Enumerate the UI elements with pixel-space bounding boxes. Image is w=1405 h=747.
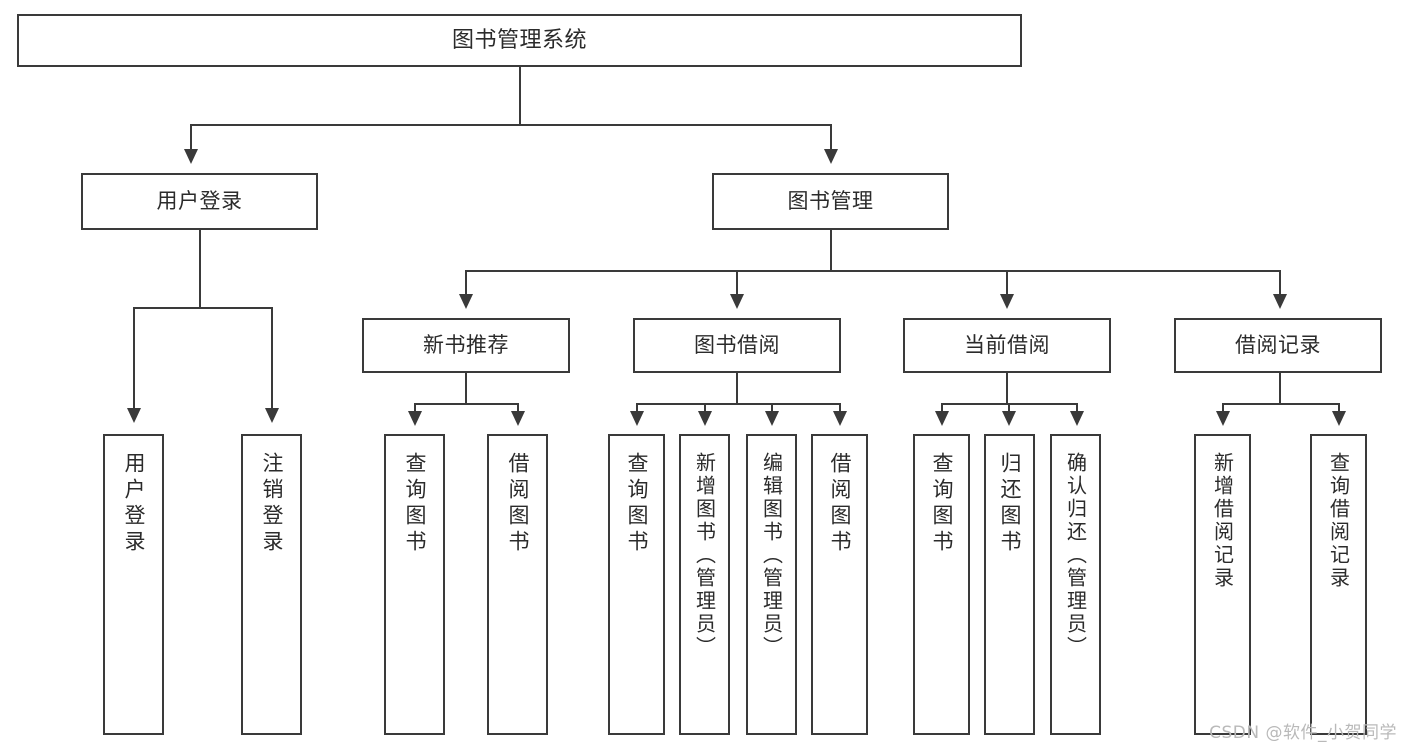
connector-record-drop-2 [1338,403,1340,411]
arrow-to-book-manage [824,149,838,164]
node-book-borrow[interactable]: 图书借阅 [633,318,841,373]
leaf-label: 新增图书（管理员） [692,452,717,659]
node-current-borrow[interactable]: 当前借阅 [903,318,1111,373]
arrow-to-leaf-add-book [698,411,712,426]
leaf-record-query[interactable]: 查询借阅记录 [1310,434,1367,735]
leaf-label: 借阅图书 [828,452,852,556]
connector-borrow-drop-3 [771,403,773,411]
connector-borrow-drop-1 [636,403,638,411]
leaf-label: 确认归还（管理员） [1063,452,1088,659]
node-label: 当前借阅 [964,333,1050,358]
connector-record-stem [1279,373,1281,403]
connector-user-login-drop-2 [271,307,273,408]
connector-l3-drop-2 [736,270,738,294]
connector-book-manage-stem [830,230,832,270]
connector-current-drop-1 [941,403,943,411]
node-user-login[interactable]: 用户登录 [81,173,318,230]
arrow-to-leaf-query-book-2 [630,411,644,426]
leaf-label: 归还图书 [998,452,1022,556]
leaf-current-query-book[interactable]: 查询图书 [913,434,970,735]
leaf-current-confirm-return[interactable]: 确认归还（管理员） [1050,434,1101,735]
leaf-label: 查询图书 [625,452,649,556]
connector-root-drop-right [830,124,832,149]
connector-record-drop-1 [1222,403,1224,411]
connector-root-bar [190,124,830,126]
leaf-record-add[interactable]: 新增借阅记录 [1194,434,1251,735]
connector-current-drop-3 [1076,403,1078,411]
node-label: 图书管理 [787,189,874,214]
leaf-logout[interactable]: 注销登录 [241,434,302,735]
leaf-label: 编辑图书（管理员） [759,452,784,659]
connector-current-stem [1006,373,1008,403]
arrow-to-leaf-user-login [127,408,141,423]
connector-user-login-stem [199,230,201,307]
node-label: 图书管理系统 [451,27,587,53]
leaf-recommend-query-book[interactable]: 查询图书 [384,434,445,735]
node-borrow-record[interactable]: 借阅记录 [1174,318,1382,373]
node-new-book-recommend[interactable]: 新书推荐 [362,318,570,373]
leaf-user-login[interactable]: 用户登录 [103,434,164,735]
arrow-to-leaf-query-book-1 [408,411,422,426]
connector-user-login-drop-1 [133,307,135,408]
arrow-to-new-book-recommend [459,294,473,309]
node-label: 新书推荐 [423,333,509,358]
connector-record-bar [1222,403,1338,405]
leaf-borrow-add-book[interactable]: 新增图书（管理员） [679,434,730,735]
connector-borrow-stem [736,373,738,403]
connector-borrow-drop-2 [704,403,706,411]
leaf-label: 查询图书 [403,452,427,556]
arrow-to-leaf-logout [265,408,279,423]
arrow-to-user-login [184,149,198,164]
leaf-label: 查询图书 [930,452,954,556]
connector-user-login-bar [133,307,271,309]
arrow-to-leaf-return-book [1002,411,1016,426]
arrow-to-leaf-confirm-return [1070,411,1084,426]
node-label: 借阅记录 [1235,333,1321,358]
leaf-recommend-borrow-book[interactable]: 借阅图书 [487,434,548,735]
connector-borrow-bar [636,403,839,405]
connector-root-stem [519,67,521,124]
connector-root-drop-left [190,124,192,149]
arrow-to-leaf-add-record [1216,411,1230,426]
connector-l3-drop-1 [465,270,467,294]
leaf-label: 查询借阅记录 [1326,452,1351,590]
connector-recommend-bar [414,403,517,405]
connector-l3-drop-4 [1279,270,1281,294]
leaf-current-return-book[interactable]: 归还图书 [984,434,1035,735]
node-label: 用户登录 [156,189,243,214]
connector-recommend-drop-2 [517,403,519,411]
connector-recommend-stem [465,373,467,403]
arrow-to-leaf-borrow-book-1 [511,411,525,426]
arrow-to-book-borrow [730,294,744,309]
node-book-management[interactable]: 图书管理 [712,173,949,230]
leaf-label: 新增借阅记录 [1210,452,1235,590]
arrow-to-borrow-record [1273,294,1287,309]
leaf-borrow-edit-book[interactable]: 编辑图书（管理员） [746,434,797,735]
arrow-to-current-borrow [1000,294,1014,309]
arrow-to-leaf-query-book-3 [935,411,949,426]
node-label: 图书借阅 [694,333,780,358]
leaf-borrow-query-book[interactable]: 查询图书 [608,434,665,735]
arrow-to-leaf-query-record [1332,411,1346,426]
leaf-label: 注销登录 [260,452,284,556]
arrow-to-leaf-borrow-book-2 [833,411,847,426]
connector-borrow-drop-4 [839,403,841,411]
node-root-system[interactable]: 图书管理系统 [17,14,1022,67]
arrow-to-leaf-edit-book [765,411,779,426]
leaf-label: 借阅图书 [506,452,530,556]
connector-current-drop-2 [1008,403,1010,411]
connector-recommend-drop-1 [414,403,416,411]
connector-l3-drop-3 [1006,270,1008,294]
leaf-borrow-borrow-book[interactable]: 借阅图书 [811,434,868,735]
connector-book-manage-bar [465,270,1279,272]
leaf-label: 用户登录 [122,452,146,556]
